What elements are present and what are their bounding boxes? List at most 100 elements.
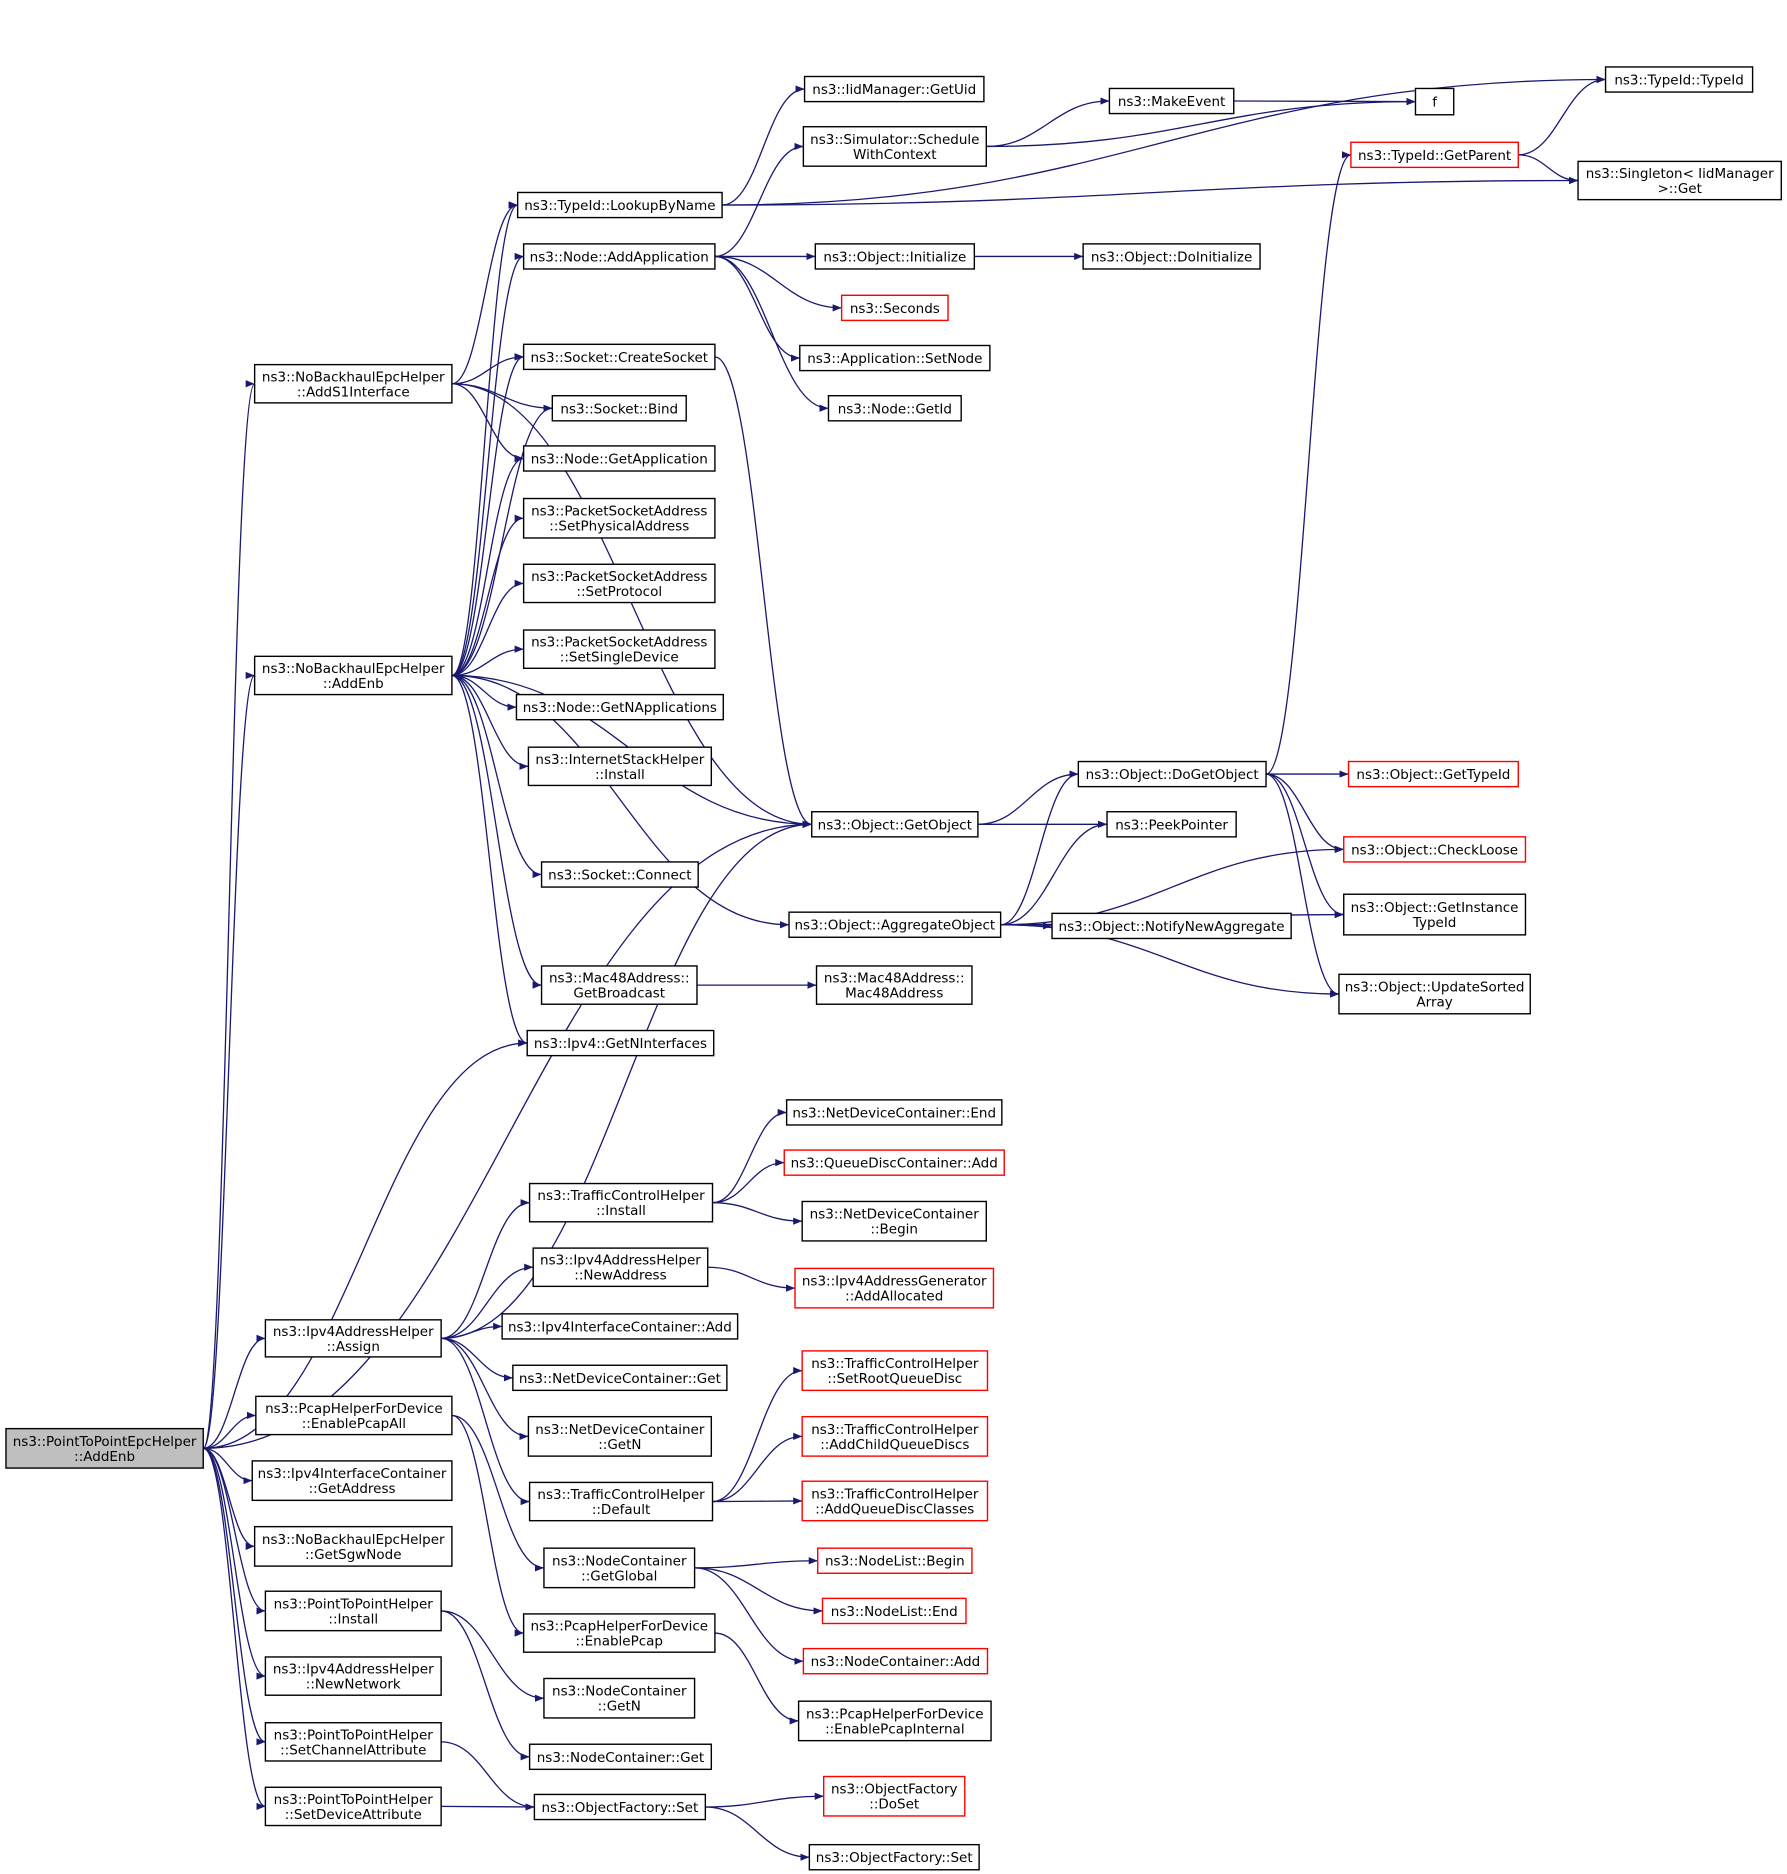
node-nl-end[interactable]: ns3::NodeList::End (821, 1597, 967, 1625)
node-sock-bind[interactable]: ns3::Socket::Bind (551, 395, 687, 422)
node-p2p-setchan[interactable]: ns3::PointToPointHelper::SetChannelAttri… (264, 1722, 442, 1762)
node-nb-addenb[interactable]: ns3::NoBackhaulEpcHelper::AddEnb (253, 655, 453, 696)
node-ndc-get[interactable]: ns3::NetDeviceContainer::Get (512, 1364, 728, 1392)
node-box (515, 693, 724, 721)
node-ish-install[interactable]: ns3::InternetStackHelper::Install (527, 746, 713, 787)
node-box (822, 1775, 966, 1817)
node-label: ns3::NodeContainer::Add (811, 1654, 980, 1670)
node-obj-initialize[interactable]: ns3::Object::Initialize (814, 243, 976, 270)
node-pcap-internal[interactable]: ns3::PcapHelperForDevice::EnablePcapInte… (797, 1700, 992, 1742)
node-ndc-getn[interactable]: ns3::NetDeviceContainer::GetN (527, 1415, 713, 1457)
node-nc-add[interactable]: ns3::NodeContainer::Add (802, 1647, 989, 1675)
node-label: ::SetDeviceAttribute (285, 1807, 422, 1823)
node-ipv4ah-newaddr[interactable]: ns3::Ipv4AddressHelper::NewAddress (532, 1247, 709, 1288)
node-node-getnapps[interactable]: ns3::Node::GetNApplications (515, 693, 724, 721)
node-tch-default[interactable]: ns3::TrafficControlHelper::Default (528, 1481, 714, 1522)
node-of-set[interactable]: ns3::ObjectFactory::Set (533, 1793, 707, 1821)
node-label: ns3::Mac48Address:: (824, 971, 965, 987)
node-psa-setproto[interactable]: ns3::PacketSocketAddress::SetProtocol (522, 563, 716, 604)
edge-nb_addenb-to-psa_setsingle (451, 645, 524, 677)
node-ipv4ag-addalloc[interactable]: ns3::Ipv4AddressGenerator::AddAllocated (794, 1267, 995, 1309)
node-obj-gettypeid[interactable]: ns3::Object::GetTypeId (1347, 760, 1519, 788)
node-mac48-getbc[interactable]: ns3::Mac48Address::GetBroadcast (540, 965, 698, 1005)
node-nc-getglobal[interactable]: ns3::NodeContainer::GetGlobal (543, 1547, 696, 1589)
node-obj-dogetobject[interactable]: ns3::Object::DoGetObject (1077, 760, 1267, 788)
node-p2p-install[interactable]: ns3::PointToPointHelper::Install (264, 1590, 442, 1632)
node-app-setnode[interactable]: ns3::Application::SetNode (799, 344, 991, 372)
edge-typeid_getparent-to-typeid_typeid (1518, 75, 1606, 156)
node-seconds[interactable]: ns3::Seconds (840, 294, 949, 322)
node-label: ::GetN (598, 1437, 641, 1453)
node-sock-create[interactable]: ns3::Socket::CreateSocket (522, 343, 716, 371)
node-make-event[interactable]: ns3::MakeEvent (1108, 87, 1235, 115)
node-box (815, 965, 973, 1005)
edge-root-to-p2p_setchan (202, 1447, 266, 1746)
node-singleton-get[interactable]: ns3::Singleton< IidManager >::Get (1577, 160, 1782, 201)
node-ipv4ic-add[interactable]: ns3::Ipv4InterfaceContainer::Add (501, 1313, 739, 1340)
node-label: ns3::IidManager::GetUid (812, 82, 976, 98)
node-box (543, 1677, 696, 1719)
node-ndc-begin[interactable]: ns3::NetDeviceContainer::Begin (801, 1200, 987, 1242)
node-pcap-enableall[interactable]: ns3::PcapHelperForDevice::EnablePcapAll (255, 1395, 453, 1436)
edge-obj_dogetobject-to-obj_updsorted (1265, 773, 1340, 998)
node-peek-pointer[interactable]: ns3::PeekPointer (1106, 811, 1237, 838)
node-label: ns3::Ipv4InterfaceContainer (258, 1466, 447, 1482)
node-typeid-getparent[interactable]: ns3::TypeId::GetParent (1350, 141, 1519, 169)
node-psa-setsingle[interactable]: ns3::PacketSocketAddress::SetSingleDevic… (522, 629, 716, 669)
node-label: ns3::NodeContainer (552, 1553, 687, 1569)
node-ndc-end[interactable]: ns3::NetDeviceContainer::End (785, 1099, 1003, 1126)
node-of-doset[interactable]: ns3::ObjectFactory::DoSet (822, 1775, 966, 1817)
node-label: ns3::NetDeviceContainer (810, 1207, 980, 1223)
node-tch-addchild[interactable]: ns3::TrafficControlHelper::AddChildQueue… (801, 1415, 989, 1457)
node-psa-setphys[interactable]: ns3::PacketSocketAddress::SetPhysicalAdd… (522, 497, 716, 539)
node-sock-connect[interactable]: ns3::Socket::Connect (540, 861, 699, 888)
node-box (1051, 912, 1292, 940)
node-obj-doinit[interactable]: ns3::Object::DoInitialize (1082, 243, 1261, 270)
node-tch-addclasses[interactable]: ns3::TrafficControlHelper::AddQueueDiscC… (801, 1480, 989, 1522)
node-mac48-ctor[interactable]: ns3::Mac48Address::Mac48Address (815, 965, 973, 1005)
node-p2p-setdev[interactable]: ns3::PointToPointHelper::SetDeviceAttrib… (264, 1786, 442, 1827)
edge-node_addapp-to-node_getid (714, 255, 829, 412)
node-label: WithContext (853, 147, 937, 163)
node-obj-checkloose[interactable]: ns3::Object::CheckLoose (1343, 836, 1527, 863)
node-label: ns3::TypeId::LookupByName (524, 198, 715, 214)
edge-nb_addenb-to-ipv4_get_nif (451, 674, 528, 1047)
node-box (527, 1415, 713, 1457)
node-box (801, 1200, 987, 1242)
edge-nb_addenb-to-node_getapp (451, 454, 524, 677)
node-iidm-getuid[interactable]: ns3::IidManager::GetUid (803, 75, 985, 103)
node-ipv4ic-getaddr[interactable]: ns3::Ipv4InterfaceContainer::GetAddress (251, 1460, 453, 1502)
node-of-set2[interactable]: ns3::ObjectFactory::Set (808, 1843, 980, 1871)
node-f[interactable]: f (1414, 87, 1455, 116)
node-nb-adds1[interactable]: ns3::NoBackhaulEpcHelper::AddS1Interface (253, 363, 453, 404)
node-node-addapp[interactable]: ns3::Node::AddApplication (522, 243, 716, 270)
node-box (543, 1547, 696, 1589)
node-box (1414, 87, 1455, 116)
node-node-getapp[interactable]: ns3::Node::GetApplication (522, 445, 716, 472)
node-nc-get[interactable]: ns3::NodeContainer::Get (528, 1743, 713, 1771)
node-typeid-typeid[interactable]: ns3::TypeId::TypeId (1604, 66, 1754, 93)
node-obj-aggregate[interactable]: ns3::Object::AggregateObject (788, 911, 1002, 938)
edge-nb_addenb-to-psa_setphys (451, 514, 524, 677)
node-ipv4ah-newnet[interactable]: ns3::Ipv4AddressHelper::NewNetwork (264, 1656, 442, 1696)
node-pcap-enable[interactable]: ns3::PcapHelperForDevice::EnablePcap (522, 1613, 716, 1653)
node-obj-getobject[interactable]: ns3::Object::GetObject (811, 811, 979, 838)
node-root[interactable]: ns3::PointToPointEpcHelper::AddEnb (5, 1427, 204, 1469)
node-label: ns3::MakeEvent (1118, 94, 1226, 110)
node-ipv4-get-nif[interactable]: ns3::Ipv4::GetNInterfaces (526, 1029, 715, 1057)
node-typeid-lookup[interactable]: ns3::TypeId::LookupByName (516, 191, 723, 219)
node-box (522, 563, 716, 604)
node-ipv4ah-assign[interactable]: ns3::Ipv4AddressHelper::Assign (264, 1319, 442, 1358)
node-nb-getsgw[interactable]: ns3::NoBackhaulEpcHelper::GetSgwNode (253, 1525, 453, 1567)
node-nl-begin[interactable]: ns3::NodeList::Begin (817, 1547, 973, 1574)
node-obj-notify[interactable]: ns3::Object::NotifyNewAggregate (1051, 912, 1292, 940)
node-nc-getn[interactable]: ns3::NodeContainer::GetN (543, 1677, 696, 1719)
node-tch-install[interactable]: ns3::TrafficControlHelper::Install (528, 1182, 714, 1223)
node-tch-setroot[interactable]: ns3::TrafficControlHelper::SetRootQueueD… (801, 1350, 989, 1392)
node-box (1343, 836, 1527, 863)
node-node-getid[interactable]: ns3::Node::GetId (827, 395, 962, 422)
node-qdc-add[interactable]: ns3::QueueDiscContainer::Add (783, 1149, 1005, 1176)
